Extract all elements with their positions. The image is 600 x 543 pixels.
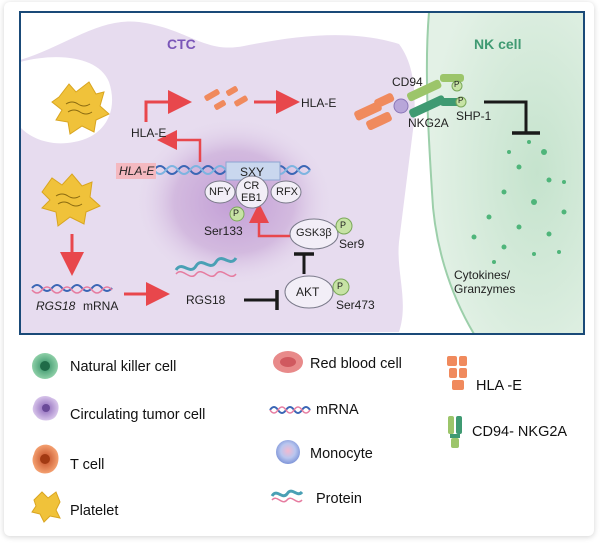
legend-monocyte-label: Monocyte — [310, 446, 373, 462]
legend-hla-e-icon — [447, 356, 467, 390]
legend-t-cell-label: T cell — [70, 457, 105, 473]
top-panel — [20, 12, 584, 334]
legend-icons — [31, 351, 467, 523]
figure-card: CTC NK cell HLA-E HLA-E SXY NFY CR EB1 R… — [4, 2, 594, 536]
rgs18-protein-coil — [174, 257, 238, 271]
sxy-label: SXY — [240, 165, 265, 179]
arrow-gene-to-hla-e — [157, 130, 202, 162]
gsk3b-label: GSK3β — [296, 227, 332, 239]
shp1-label: SHP-1 — [456, 109, 492, 123]
nfy-node — [204, 180, 236, 204]
shp1-p1-label: P — [454, 80, 460, 89]
arrow-gsk3b-to-creb1 — [249, 203, 290, 238]
legend-protein-label: Protein — [316, 491, 362, 507]
hla-e-gene-label: HLA-E — [119, 164, 155, 178]
top-panel-border — [19, 11, 585, 335]
rgs18-gene-label: RGS18 — [36, 299, 76, 313]
nk-cell-title: NK cell — [474, 36, 522, 52]
hla-e-label-upper: HLA-E — [131, 126, 167, 140]
creb1-node — [235, 175, 269, 209]
legend-hla-e-label: HLA -E — [476, 378, 522, 394]
cytokines-label: Cytokines/ Granzymes — [454, 268, 516, 296]
hla-e-fragments — [204, 86, 248, 110]
creb1-label: CR EB1 — [241, 180, 262, 204]
cd94-label: CD94 — [392, 75, 423, 89]
legend-protein-icon — [270, 489, 304, 498]
hla-e-gene-box — [116, 163, 156, 179]
legend-mrna-label: mRNA — [316, 402, 359, 418]
rgs18-protein-label: RGS18 — [186, 293, 226, 307]
cytokine-dots — [471, 140, 567, 264]
legend-nk-label: Natural killer cell — [70, 359, 177, 375]
legend-rbc-label: Red blood cell — [310, 356, 402, 372]
legend-ctc-label: Circulating tumor cell — [70, 407, 206, 423]
hla-e-membrane-complex — [354, 93, 395, 131]
creb1-phospho — [229, 206, 245, 222]
legend-platelet-label: Platelet — [70, 503, 119, 519]
ser473-label: Ser473 — [336, 298, 375, 312]
shp1-phospho-1 — [451, 80, 463, 92]
gsk3b-p-label: P — [340, 220, 347, 230]
gsk3b-phospho — [335, 217, 353, 235]
nkg2a-label: NKG2A — [408, 116, 449, 130]
shp1-inhibit-line — [484, 100, 528, 132]
rgs18-mrna-label: mRNA — [83, 299, 119, 313]
platelet-mid — [41, 173, 101, 227]
hla-e-surface-label: HLA-E — [301, 96, 337, 110]
legend-platelet-icon — [31, 491, 61, 523]
legend-cd94-nkg2a-label: CD94- NKG2A — [472, 424, 568, 440]
nfy-label: NFY — [209, 186, 231, 198]
rfx-node — [270, 180, 302, 204]
shp1-phospho-2 — [455, 96, 467, 108]
rgs18-mrna-strand — [31, 284, 113, 292]
nk-cell-body — [426, 12, 584, 334]
legend-monocyte-icon — [276, 440, 300, 464]
legend-mrna-icon — [269, 406, 311, 414]
nucleus — [134, 117, 334, 287]
akt-phospho — [332, 278, 350, 296]
ser133-label: Ser133 — [204, 224, 243, 238]
akt-label: AKT — [296, 285, 320, 299]
akt-p-label: P — [337, 281, 344, 291]
akt-node — [284, 275, 334, 309]
creb1-p-label: P — [233, 208, 240, 218]
rfx-label: RFX — [276, 186, 298, 198]
platelet-top — [51, 81, 110, 135]
gsk3b-node — [289, 218, 339, 250]
binding-site — [393, 98, 409, 114]
pathway-diagram — [19, 11, 585, 523]
shp1-p2-label: P — [458, 96, 464, 105]
arrow-hla-e-up — [144, 90, 192, 122]
ctc-title: CTC — [167, 36, 196, 52]
ser9-label: Ser9 — [339, 237, 365, 251]
legend-cd94-nkg2a-icon — [448, 416, 462, 448]
